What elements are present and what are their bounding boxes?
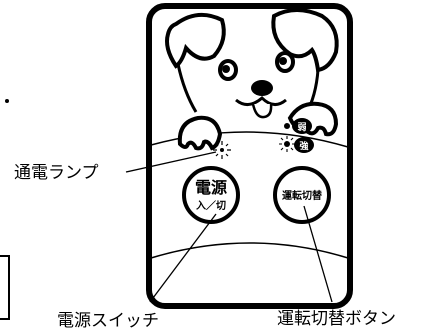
- power-button-ring[interactable]: [182, 166, 240, 224]
- device-body: [146, 3, 353, 309]
- power-button[interactable]: 電源 入／切: [182, 166, 240, 224]
- dog-face-illustration: [165, 8, 339, 151]
- dog-head-outline: [176, 63, 198, 113]
- dog-mouth: [235, 95, 287, 106]
- power-button-label: 電源: [195, 178, 227, 197]
- dog-left-pupil: [222, 65, 230, 73]
- dog-tongue: [251, 103, 273, 119]
- dog-nose: [251, 80, 273, 96]
- indicator-weak-dot: [284, 123, 290, 129]
- mode-button-ring[interactable]: [273, 166, 331, 224]
- indicator-weak-badge: [292, 118, 312, 134]
- power-lamp: [213, 141, 231, 159]
- power-button-sublabel: 入／切: [196, 199, 226, 212]
- power-lamp-callout: 通電ランプ: [14, 163, 99, 183]
- indicator-strong-rays: [279, 136, 295, 152]
- dog-left-ear: [165, 12, 226, 69]
- mode-indicators: 弱 強: [279, 118, 314, 153]
- power-lamp-rays: [213, 141, 231, 159]
- power-lamp-leader: [125, 151, 217, 173]
- dog-right-pupil: [279, 57, 287, 65]
- indicator-weak-label: 弱: [297, 122, 306, 133]
- edge-dot: [5, 99, 9, 103]
- panel-upper-arc: [150, 131, 349, 148]
- panel-lower-arc: [150, 242, 349, 259]
- indicator-strong-dot: [284, 141, 290, 147]
- indicator-strong-label: 強: [299, 140, 308, 152]
- mode-switch-button[interactable]: 運転切替: [273, 166, 331, 224]
- mode-button-leader: [303, 205, 333, 303]
- indicator-strong-badge: [294, 137, 314, 153]
- power-switch-leader: [149, 213, 217, 303]
- power-switch-callout: 電源スイッチ: [57, 311, 159, 331]
- power-lamp-dot: [220, 148, 224, 152]
- indicator-strong-lamp: [279, 136, 295, 152]
- mode-button-callout: 運転切替ボタン: [277, 309, 396, 329]
- edge-box: [0, 255, 10, 320]
- dog-left-paw: [177, 115, 223, 151]
- mode-button-label: 運転切替: [282, 189, 323, 202]
